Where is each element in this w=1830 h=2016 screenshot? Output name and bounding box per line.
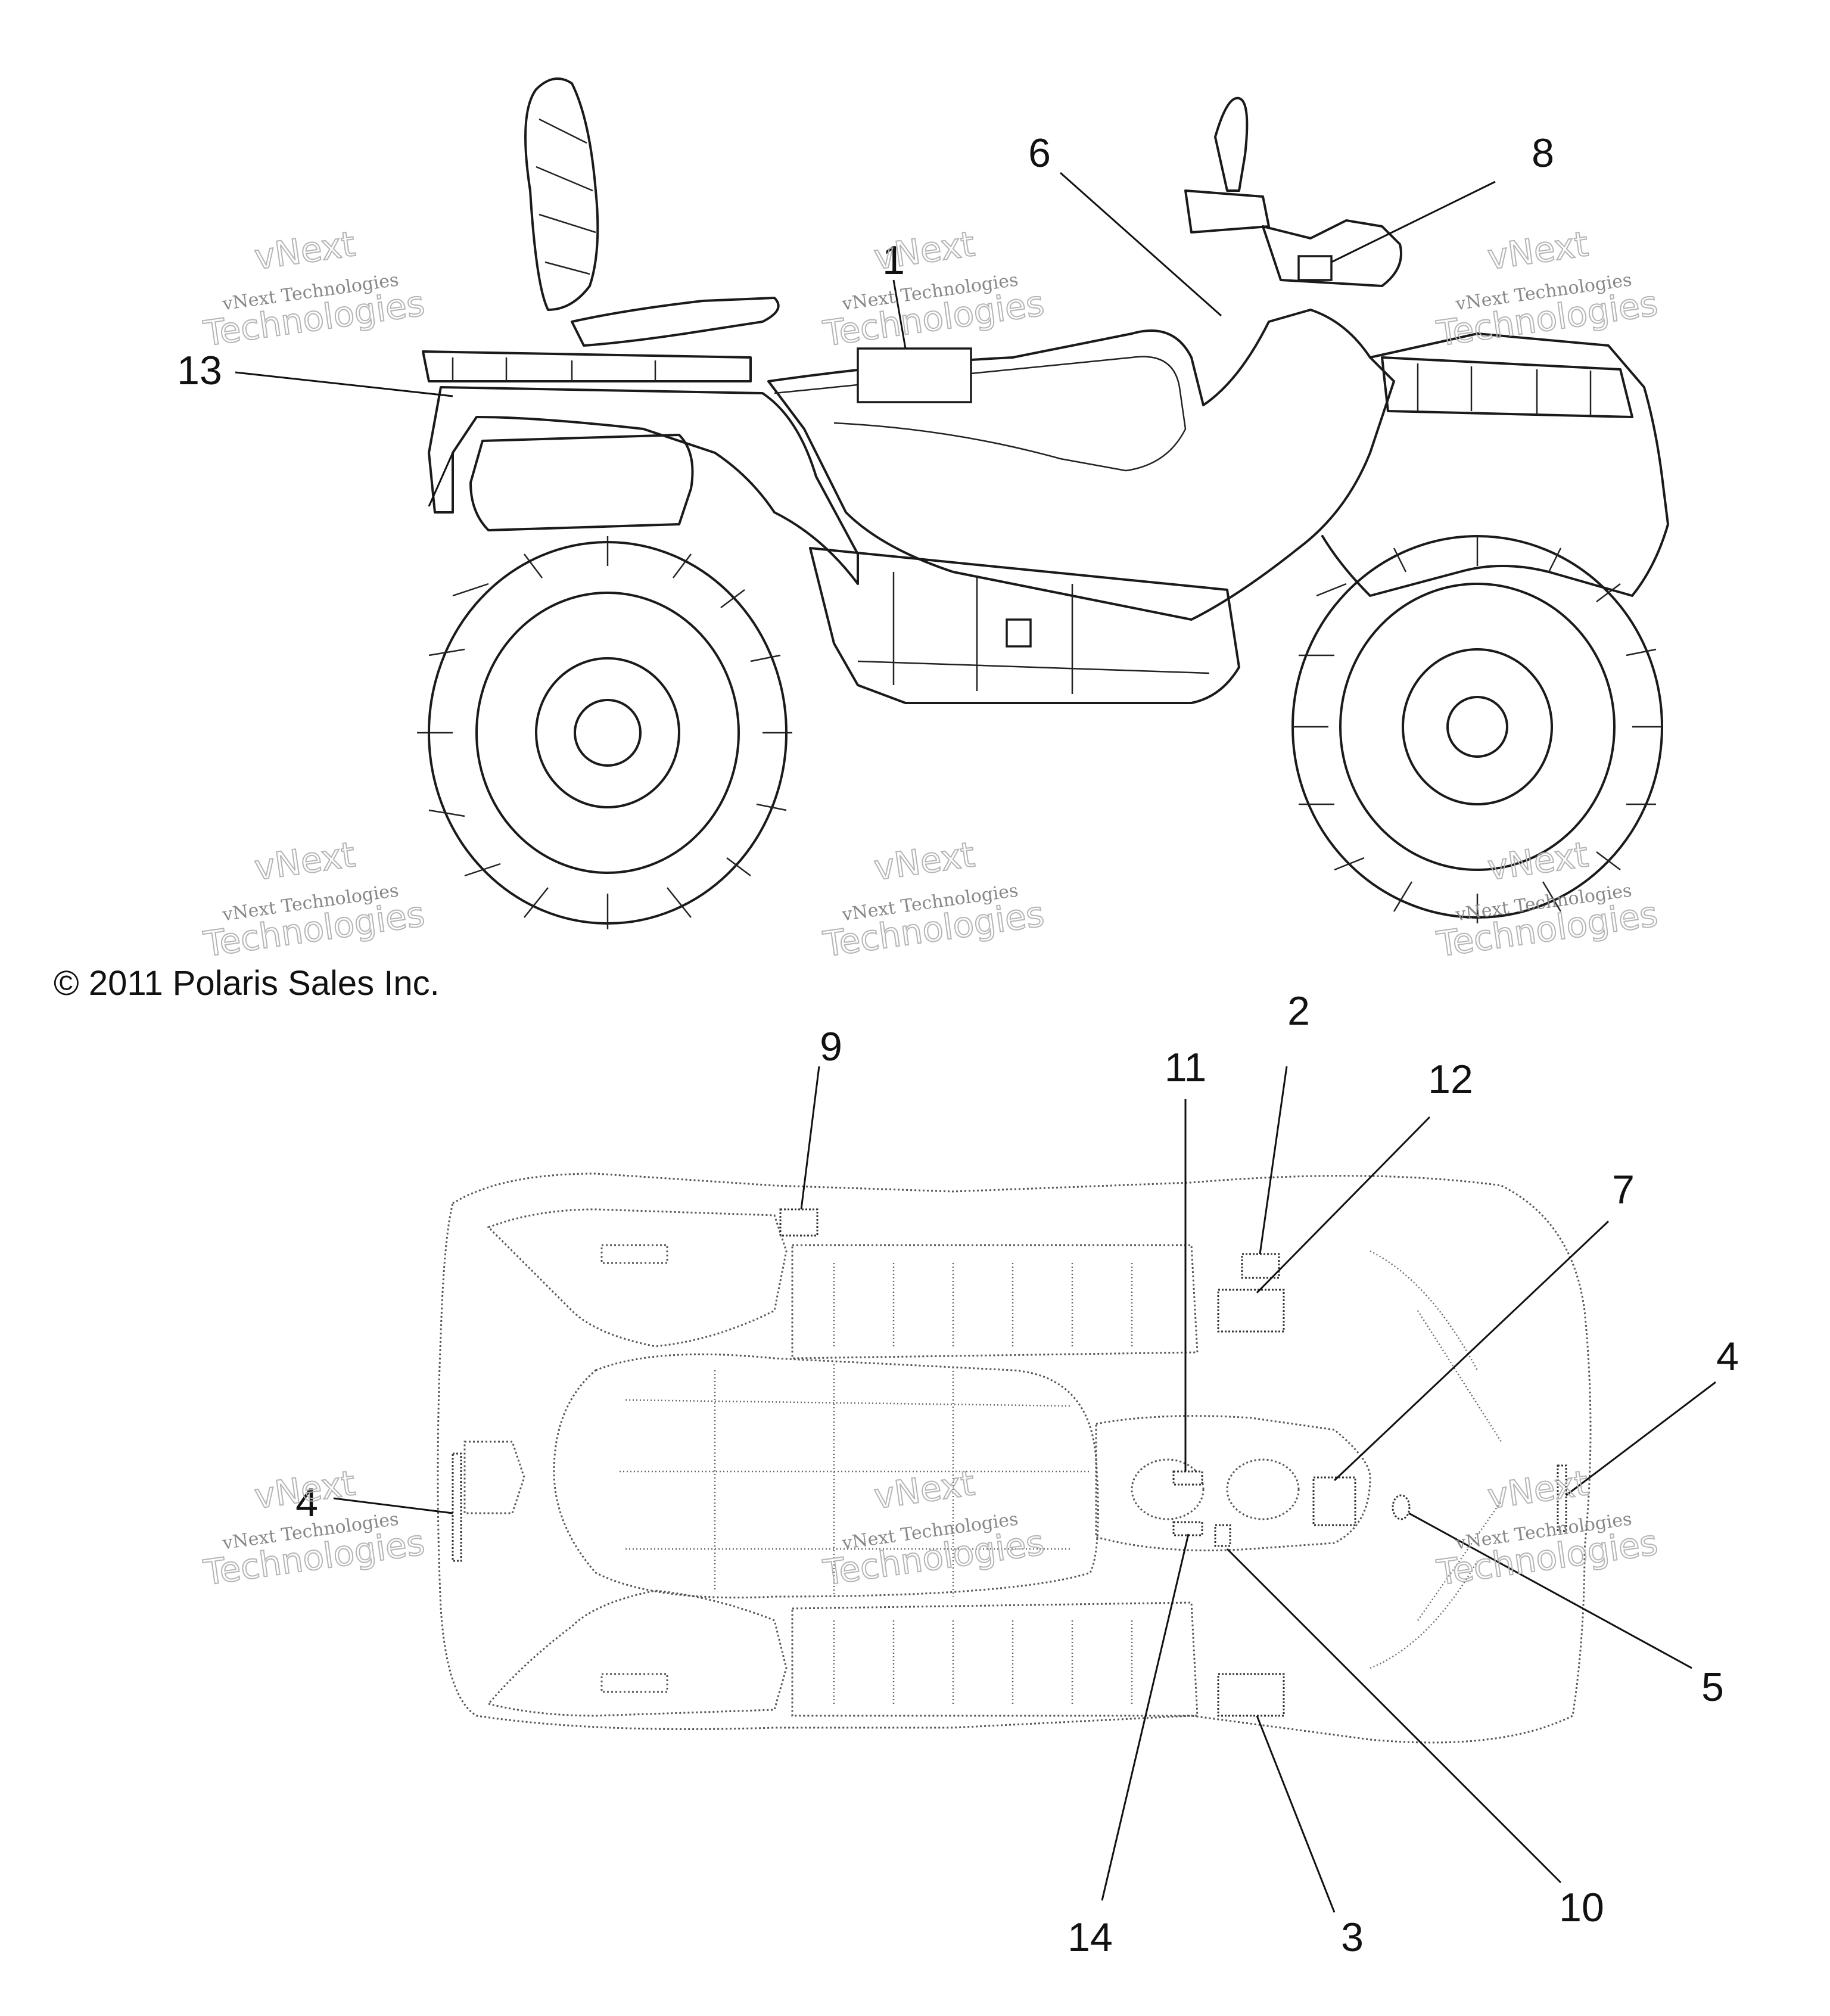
callout-6: 6 (1028, 130, 1051, 176)
decal-8 (1297, 255, 1333, 281)
watermark-7: vNext vNext Technologies Technologies (200, 1462, 427, 1594)
decal-7 (1312, 1476, 1356, 1526)
callout-4-rear: 4 (295, 1480, 318, 1525)
decal-4-rear (452, 1452, 462, 1562)
svg-text:vNext: vNext (872, 834, 977, 888)
decal-11 (1172, 1470, 1203, 1486)
decal-2 (1241, 1253, 1280, 1279)
atv-side-view (417, 77, 1669, 929)
svg-text:vNext: vNext (252, 1463, 357, 1517)
callout-1: 1 (882, 238, 905, 283)
svg-text:vNext: vNext (872, 1463, 977, 1517)
watermark-8: vNext vNext Technologies Technologies (820, 1462, 1047, 1594)
callout-7: 7 (1612, 1167, 1635, 1212)
leader-lines (235, 172, 1716, 1913)
decal-9 (779, 1208, 818, 1237)
watermark-5: vNext vNext Technologies Technologies (820, 833, 1047, 965)
callout-13: 13 (177, 348, 222, 393)
watermark-4: vNext vNext Technologies Technologies (200, 833, 427, 965)
callout-14: 14 (1068, 1915, 1113, 1960)
callout-4-front: 4 (1716, 1334, 1739, 1379)
copyright-notice: © 2011 Polaris Sales Inc. (54, 964, 440, 1003)
callout-3: 3 (1341, 1915, 1364, 1960)
atv-top-view (437, 1172, 1592, 1744)
decal-1 (857, 347, 972, 403)
decal-side-small (1006, 618, 1032, 648)
callout-11: 11 (1165, 1045, 1207, 1090)
svg-text:vNext: vNext (1485, 223, 1591, 278)
callout-12: 12 (1428, 1057, 1473, 1102)
svg-text:vNext: vNext (252, 834, 357, 888)
callout-9: 9 (820, 1024, 842, 1069)
svg-text:vNext: vNext (872, 223, 977, 278)
watermark-1: vNext vNext Technologies Technologies (200, 223, 427, 354)
watermark-3: vNext vNext Technologies Technologies (1433, 223, 1660, 354)
watermark-9: vNext vNext Technologies Technologies (1433, 1462, 1660, 1594)
watermark-6: vNext vNext Technologies Technologies (1433, 833, 1660, 965)
decal-4-front (1557, 1464, 1567, 1532)
decal-12 (1217, 1289, 1285, 1333)
svg-text:vNext: vNext (1485, 1463, 1591, 1517)
decal-14 (1172, 1521, 1203, 1536)
decal-10 (1214, 1524, 1231, 1547)
callout-5: 5 (1701, 1665, 1724, 1710)
decal-5 (1392, 1494, 1411, 1520)
decal-3 (1217, 1673, 1285, 1717)
callout-2: 2 (1287, 988, 1310, 1034)
callout-8: 8 (1532, 130, 1554, 176)
watermark-2: vNext vNext Technologies Technologies (820, 223, 1047, 354)
svg-text:vNext: vNext (252, 223, 357, 278)
callout-10: 10 (1559, 1885, 1604, 1930)
callout-labels: 1 6 8 13 9 11 2 12 7 4 4 5 10 3 14 (177, 130, 1739, 1960)
svg-text:vNext: vNext (1485, 834, 1591, 888)
